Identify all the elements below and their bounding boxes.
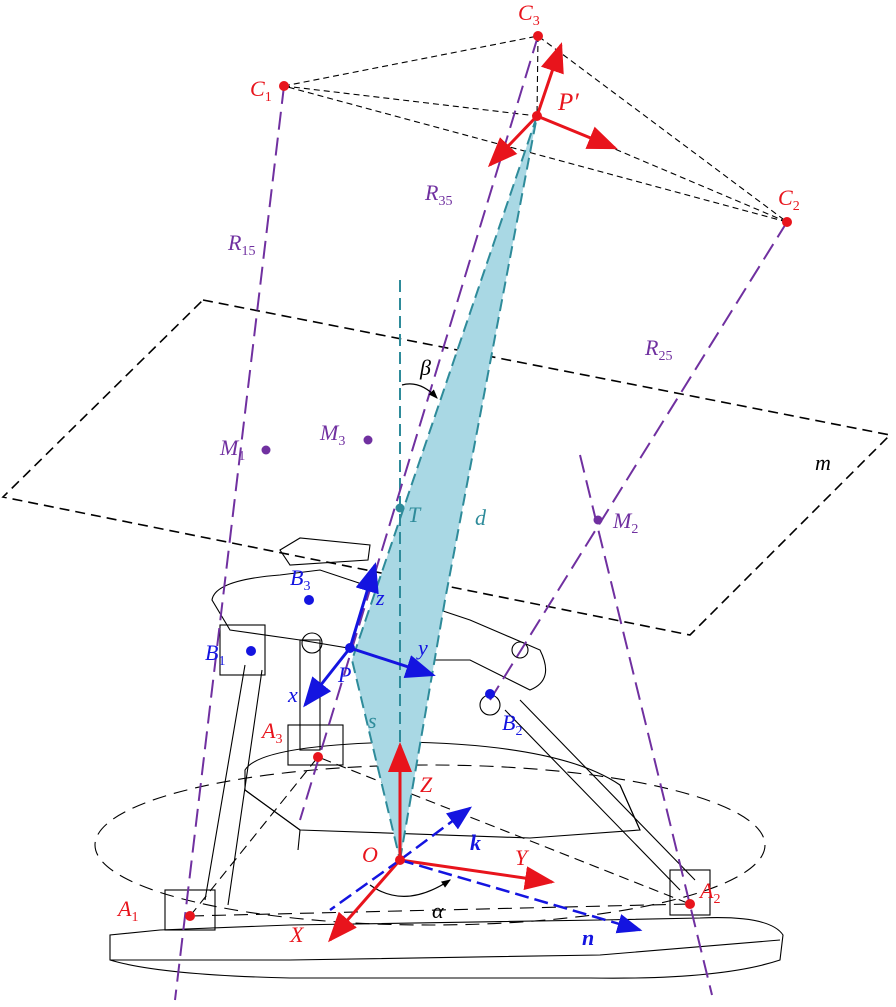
label-A2: A2 (698, 878, 720, 907)
beta-arc (401, 383, 438, 399)
label-Y: Y (515, 845, 530, 870)
label-C3: C3 (518, 0, 540, 29)
label-R15: R15 (227, 230, 255, 259)
label-C2: C2 (778, 185, 800, 214)
unit-vectors-k-n (329, 806, 643, 934)
point-C1 (279, 81, 289, 91)
label-C1: C1 (250, 76, 272, 105)
base-frame-O (328, 742, 555, 943)
points (185, 31, 792, 921)
label-X: X (289, 922, 305, 947)
label-T: T (408, 502, 422, 527)
label-M1: M1 (219, 435, 245, 464)
label-alpha: α (432, 898, 444, 923)
point-B2 (485, 689, 495, 699)
label-R35: R35 (424, 180, 452, 209)
label-O: O (362, 842, 378, 867)
point-M1 (261, 445, 271, 455)
label-P: P (337, 662, 351, 687)
label-B2: B2 (502, 710, 522, 739)
moving-frame-Pprime (487, 42, 618, 168)
point-A2 (685, 899, 695, 909)
label-z: z (375, 585, 385, 610)
point-Pprime (532, 111, 542, 121)
point-P (345, 643, 355, 653)
point-A3 (313, 752, 323, 762)
label-A1: A1 (116, 896, 138, 925)
shaded-cone-region (352, 116, 537, 860)
point-M3 (363, 435, 373, 445)
label-s: s (368, 708, 377, 733)
alpha-arc (369, 879, 451, 897)
plane-m (1, 299, 892, 636)
label-M2: M2 (612, 508, 638, 537)
point-B1 (246, 646, 256, 656)
label-Z: Z (420, 772, 433, 797)
teal-lines (350, 115, 538, 861)
label-M3: M3 (319, 420, 345, 449)
label-A3: A3 (260, 718, 282, 747)
point-B3 (304, 595, 314, 605)
label-m: m (815, 450, 831, 475)
label-B1: B1 (205, 640, 225, 669)
point-M2 (593, 515, 603, 525)
label-Pprime: P′ (557, 89, 579, 116)
point-T (395, 503, 405, 513)
label-x: x (287, 682, 298, 707)
point-C3 (533, 31, 543, 41)
label-y: y (416, 635, 428, 660)
label-R25: R25 (644, 335, 672, 364)
point-A1 (185, 911, 195, 921)
label-n: n (582, 925, 594, 950)
point-O (395, 855, 405, 865)
point-C2 (782, 217, 792, 227)
label-d: d (475, 505, 487, 530)
label-B3: B3 (290, 565, 310, 594)
label-beta: β (419, 355, 431, 380)
platform-frame-P (303, 562, 436, 708)
label-k: k (470, 830, 481, 855)
